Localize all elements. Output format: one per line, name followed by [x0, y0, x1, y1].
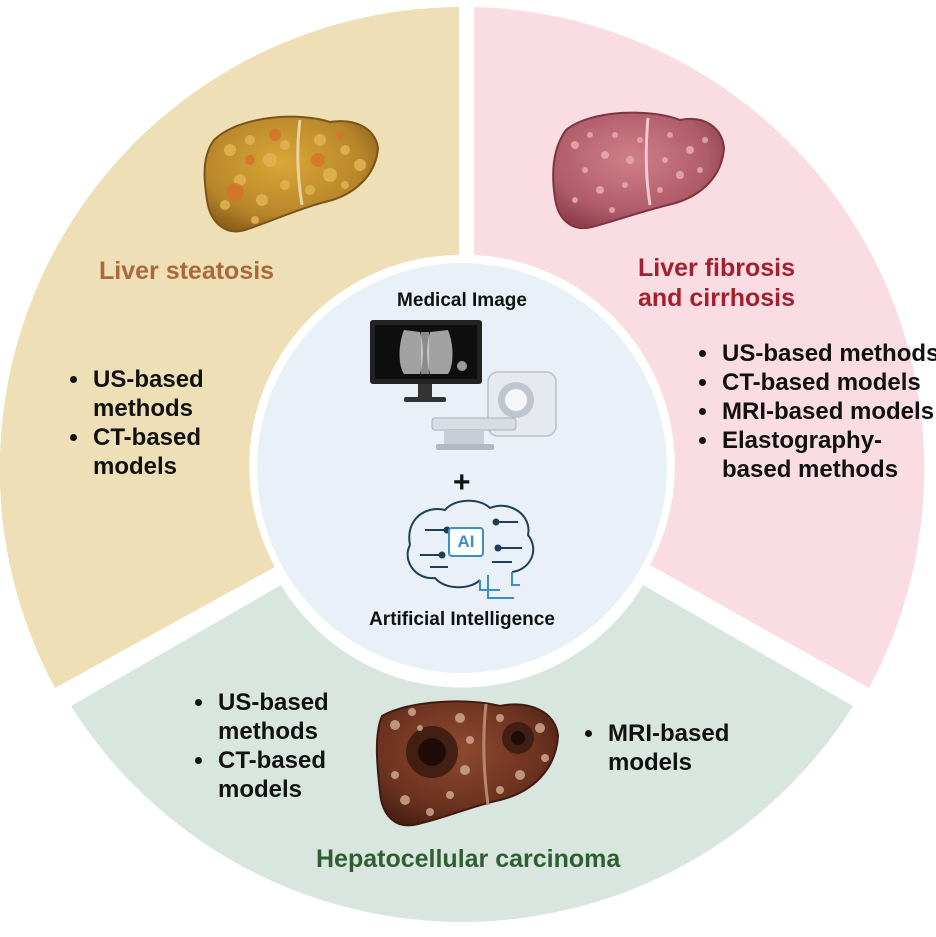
list-item: MRI-based models [720, 397, 936, 426]
ai-brain-illustration [406, 499, 535, 599]
hcc-method-list-right: MRI-based models [576, 719, 786, 777]
list-item: US-based methods [216, 688, 386, 746]
ai-chip [448, 527, 484, 557]
list-item: MRI-based models [606, 719, 786, 777]
steatosis-method-list: US-based methods CT-based models [61, 365, 291, 481]
list-item: CT-based models [91, 423, 291, 481]
list-item: CT-based models [720, 368, 936, 397]
artificial-intelligence-label: Artificial Intelligence [369, 609, 555, 630]
steatosis-title: Liver steatosis [99, 257, 275, 285]
fibrosis-method-list: US-based methods CT-based models MRI-bas… [690, 339, 936, 484]
ct-scanner-icon [431, 371, 557, 450]
fibrosis-title-line1: Liver fibrosis [638, 254, 795, 282]
steatosis-liver-illustration [203, 115, 380, 233]
center-circle [257, 263, 667, 673]
medical-image-illustration [370, 320, 557, 450]
medical-image-label: Medical Image [397, 290, 527, 311]
list-item: US-based methods [720, 339, 936, 368]
list-item: Elastography-based methods [720, 426, 936, 484]
hcc-method-list-left: US-based methods CT-based models [186, 688, 386, 804]
fibrosis-title-line2: and cirrhosis [638, 284, 795, 312]
hcc-liver-illustration [375, 700, 560, 827]
list-item: CT-based models [216, 746, 386, 804]
plus-sign: + [453, 466, 471, 499]
fibrosis-liver-illustration [552, 111, 726, 230]
monitor-icon [370, 320, 482, 402]
hcc-title: Hepatocellular carcinoma [316, 845, 621, 873]
list-item: US-based methods [91, 365, 291, 423]
ai-badge-label: AI [457, 532, 475, 551]
